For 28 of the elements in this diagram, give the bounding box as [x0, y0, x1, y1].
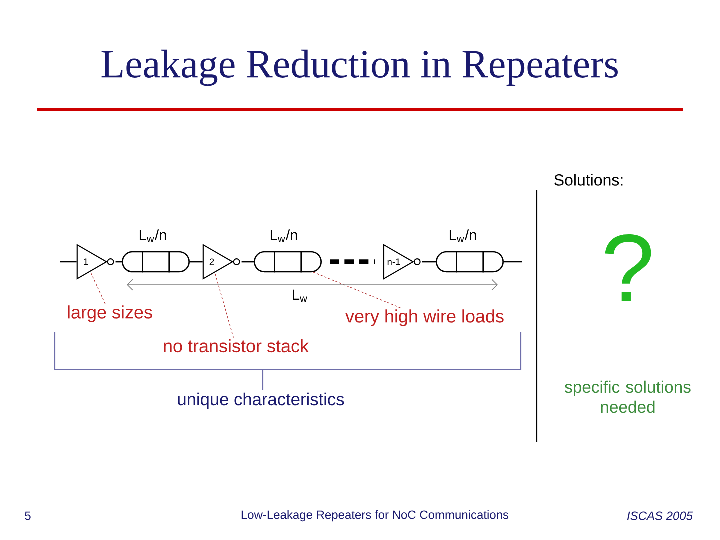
wire-label: L$_{w}$/n	[270, 230, 298, 242]
wire	[422, 261, 436, 263]
wire	[60, 261, 77, 263]
wire-segment	[436, 251, 504, 273]
wire-segment	[254, 251, 322, 273]
wire	[242, 261, 254, 263]
dimension-label: L$_{w}$	[293, 290, 308, 302]
wire-label: L$_{w}$/n	[450, 230, 476, 242]
bracket-label: unique characteristics	[178, 392, 344, 410]
leader-line	[214, 272, 234, 338]
wire-segment	[122, 251, 190, 273]
wire	[190, 261, 203, 263]
ellipsis-dashes	[330, 260, 376, 264]
footer-text: ISCAS 2005	[627, 512, 694, 520]
wire	[116, 261, 122, 263]
slide-title: Leakage Reduction in Repeaters	[102, 50, 618, 86]
question-mark: ?	[605, 234, 652, 302]
note: specific solutions needed	[565, 380, 691, 414]
leader-line	[90, 272, 106, 304]
leader-line	[313, 272, 401, 308]
wire	[504, 261, 522, 263]
wire-label: L$_{w}$/n	[140, 230, 166, 242]
footer-text: Low-Leakage Repeaters for NoC Communications	[242, 510, 509, 522]
annotation: very high wire loads	[346, 310, 504, 326]
annotation: large sizes	[68, 306, 152, 322]
page-number: 5	[25, 512, 31, 520]
heading: Solutions:	[554, 174, 623, 186]
annotation: no transistor stack	[164, 339, 310, 353]
